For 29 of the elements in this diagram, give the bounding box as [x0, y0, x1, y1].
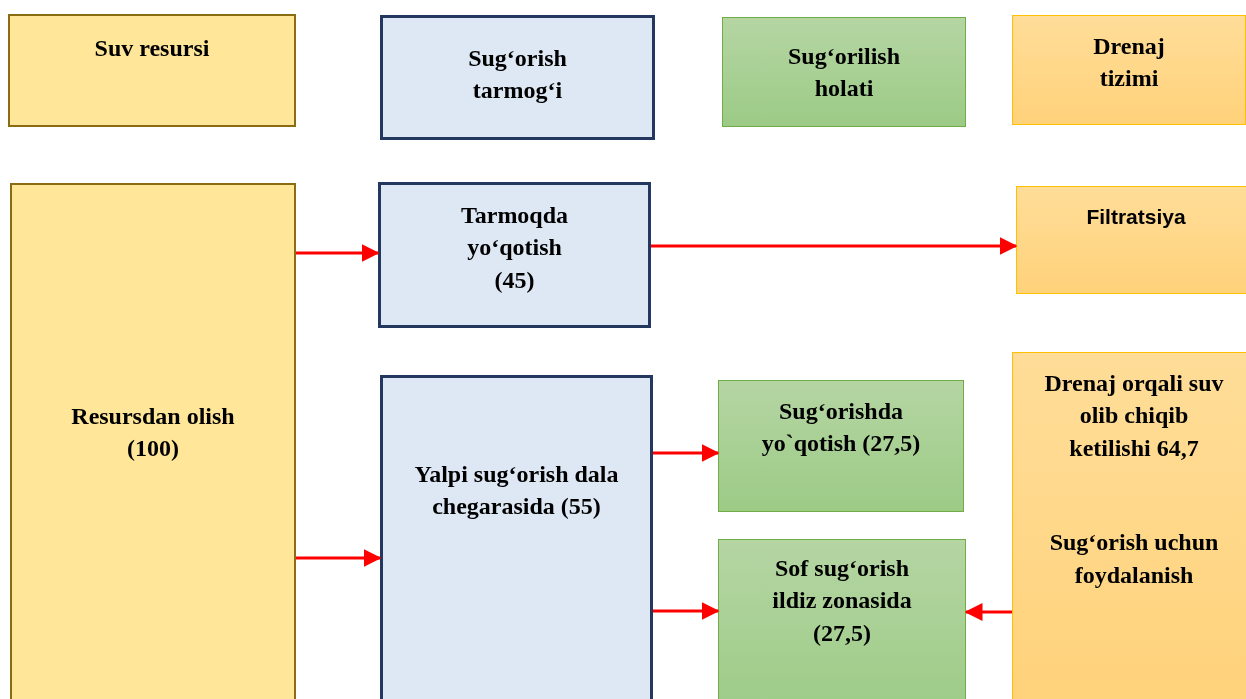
box-text: Yalpi sug‘orish dala chegarasida (55): [413, 460, 620, 522]
box-text: Sof sug‘orish ildiz zonasida (27,5): [771, 554, 913, 648]
box-text: Drenaj tizimi: [1092, 32, 1166, 94]
box-text: Sug‘orishda yo`qotish (27,5): [760, 397, 922, 459]
box-text: Tarmoqda yoʻqotish (45): [459, 201, 570, 295]
box-text: Suv resursi: [93, 34, 211, 63]
process-box: [718, 380, 964, 512]
process-box: [722, 17, 966, 127]
arrow: [296, 549, 382, 567]
arrow: [651, 237, 1018, 255]
arrow: [653, 444, 720, 462]
process-box: [378, 182, 651, 328]
process-box: [1012, 352, 1246, 699]
box-text: Resursdan olish (100): [70, 402, 236, 464]
process-box: [1012, 15, 1246, 125]
process-box: [380, 375, 653, 699]
arrow: [296, 244, 380, 262]
box-text: Drenaj orqali suv olib chiqib ketilishi 64,7: [1043, 369, 1225, 463]
process-box: [718, 539, 966, 699]
arrow: [653, 602, 720, 620]
process-box: [380, 15, 655, 140]
box-text: Sugʻorish tarmogʻi: [467, 44, 568, 106]
box-text: Filtratsiya: [1085, 204, 1187, 230]
box-text: Sug‘orish uchun foydalanish: [1048, 528, 1220, 590]
process-box: [8, 14, 296, 127]
box-text: Sugʻorilish holati: [787, 42, 901, 104]
process-box: [10, 183, 296, 699]
arrow: [964, 603, 1012, 621]
process-box: [1016, 186, 1246, 294]
